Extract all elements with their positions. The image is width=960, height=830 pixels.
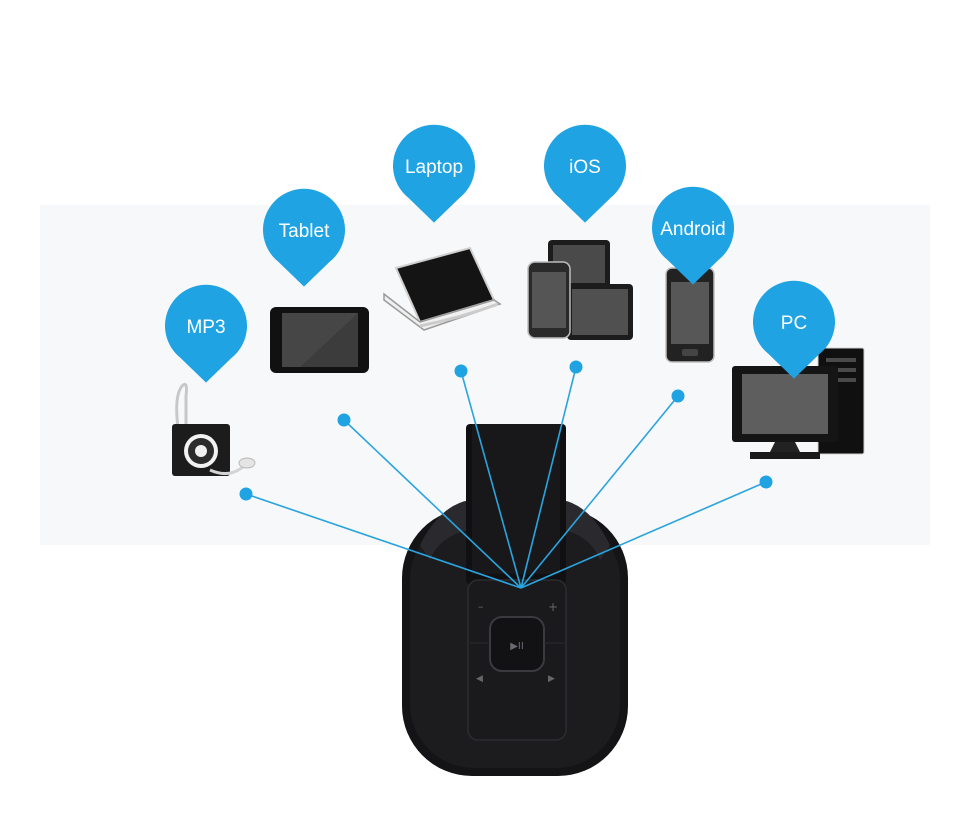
- laptop-icon: [383, 246, 502, 331]
- connection-dot-ios: [569, 360, 583, 374]
- pin-marker-ios: [544, 124, 626, 223]
- connection-line-android: [520, 395, 679, 589]
- pin-pc: PC: [753, 280, 835, 379]
- connection-dot-laptop: [454, 364, 468, 378]
- pin-android: Android: [652, 186, 734, 285]
- pin-tablet: Tablet: [262, 188, 345, 287]
- connection-dot-pc: [759, 475, 773, 489]
- connection-line-pc: [520, 481, 767, 589]
- connection-line-laptop: [460, 370, 522, 589]
- pin-mp3: MP3: [164, 284, 247, 383]
- mp3-player-icon: [172, 382, 256, 476]
- connection-lines: [239, 360, 773, 589]
- connection-line-ios: [520, 366, 577, 589]
- connection-dot-android: [671, 389, 685, 403]
- previous-icon: ◀: [476, 674, 483, 684]
- pin-label-laptop: Laptop: [405, 157, 463, 178]
- volume-up-icon: +: [548, 600, 558, 614]
- connection-dot-mp3: [239, 487, 253, 501]
- pin-marker-laptop: [392, 124, 475, 223]
- android-phone-icon: [665, 267, 715, 363]
- desktop-pc-icon: [732, 347, 865, 459]
- play-pause-button: [489, 616, 545, 672]
- pin-marker-pc: [753, 280, 835, 379]
- pin-label-mp3: MP3: [186, 317, 225, 338]
- next-icon: ▶: [548, 674, 555, 684]
- connection-dot-tablet: [337, 413, 351, 427]
- connection-line-mp3: [245, 493, 522, 589]
- pin-ios: iOS: [544, 124, 626, 223]
- pin-label-android: Android: [660, 219, 726, 240]
- svg-text:▶II: ▶II: [510, 641, 524, 652]
- pin-label-ios: iOS: [569, 157, 601, 178]
- pin-marker-android: [652, 186, 734, 285]
- pin-marker-tablet: [262, 188, 345, 287]
- connection-line-tablet: [343, 419, 522, 589]
- pin-label-tablet: Tablet: [279, 221, 330, 242]
- volume-down-icon: –: [478, 600, 484, 613]
- pin-label-pc: PC: [781, 313, 807, 334]
- pin-laptop: Laptop: [392, 124, 475, 223]
- bluetooth-headphone-icon: ▶II – + ◀ ▶: [402, 424, 628, 776]
- pin-marker-mp3: [164, 284, 247, 383]
- ios-devices-icon: [527, 240, 633, 340]
- tablet-icon: [270, 307, 369, 373]
